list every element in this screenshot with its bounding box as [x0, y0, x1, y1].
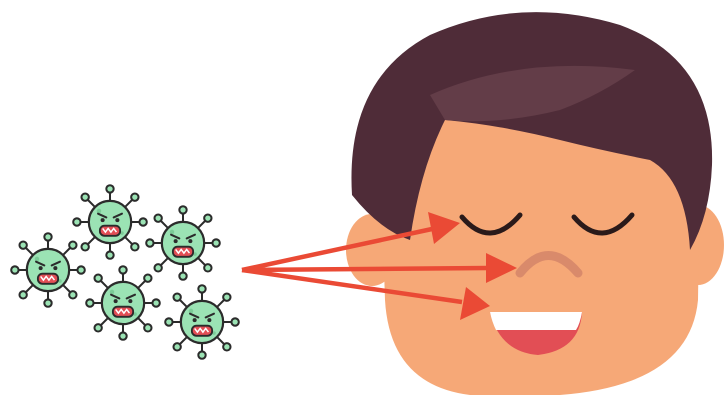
teeth	[490, 312, 582, 330]
virus-icon	[165, 285, 239, 359]
virus-icon	[73, 185, 147, 259]
virus-icon	[86, 266, 160, 340]
virus-group	[11, 185, 239, 359]
face-illustration	[346, 12, 724, 395]
virus-icon	[146, 206, 220, 280]
virus-icon	[11, 233, 85, 307]
